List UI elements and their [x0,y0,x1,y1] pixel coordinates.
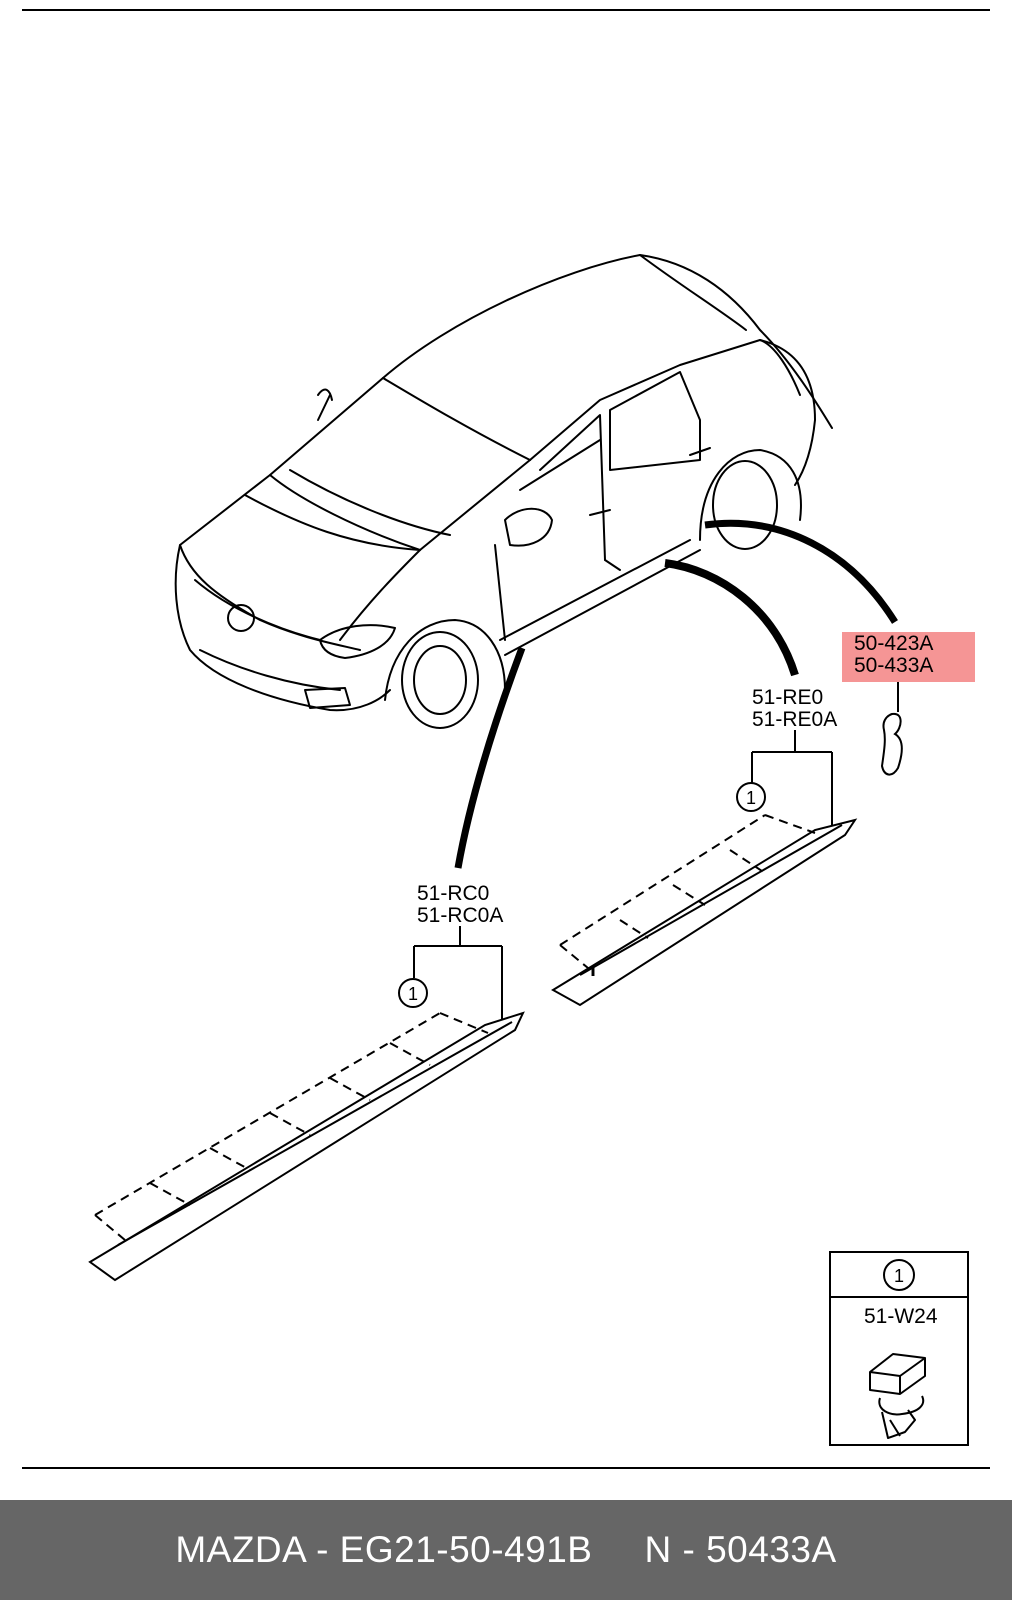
front-molding-bracket [413,926,503,1020]
footer-part-number: MAZDA - EG21-50-491B [175,1529,593,1570]
clip-part-label-1: 50-423A [854,632,933,655]
front-molding-part [88,1011,525,1282]
svg-text:⁞: ⁞ [590,967,596,979]
connector-front [454,646,526,869]
connector-rear [664,559,799,677]
parts-diagram: 50-423A 50-433A 51-RE0 51-RE0A 1 ⁞ 51-RC… [22,9,990,1469]
clip-piece [880,712,903,776]
inset-part-label: 51-W24 [864,1305,938,1328]
rear-callout-number: 1 [746,788,756,808]
footer-bar: MAZDA - EG21-50-491B N - 50433A [0,1500,1012,1600]
rear-molding-bracket [751,730,833,825]
rear-callout-circle [736,782,766,812]
highlight-box [842,632,975,682]
inset-box [829,1251,969,1446]
front-callout-circle [398,978,428,1008]
clip-part-label-2: 50-433A [854,654,933,677]
rear-molding-label-1: 51-RE0 [752,686,823,709]
rear-molding-label-2: 51-RE0A [752,708,837,731]
connector-clip [704,519,898,624]
front-molding-label-2: 51-RC0A [417,904,503,927]
front-callout-number: 1 [408,984,418,1004]
car-illustration [174,254,833,729]
inset-callout-number: 1 [894,1266,904,1286]
rear-molding-part: ⁞ [551,814,858,1007]
front-molding-label-1: 51-RC0 [417,882,489,905]
fastener-clip-icon [869,1353,926,1439]
footer-ref-number: N - 50433A [644,1529,837,1570]
